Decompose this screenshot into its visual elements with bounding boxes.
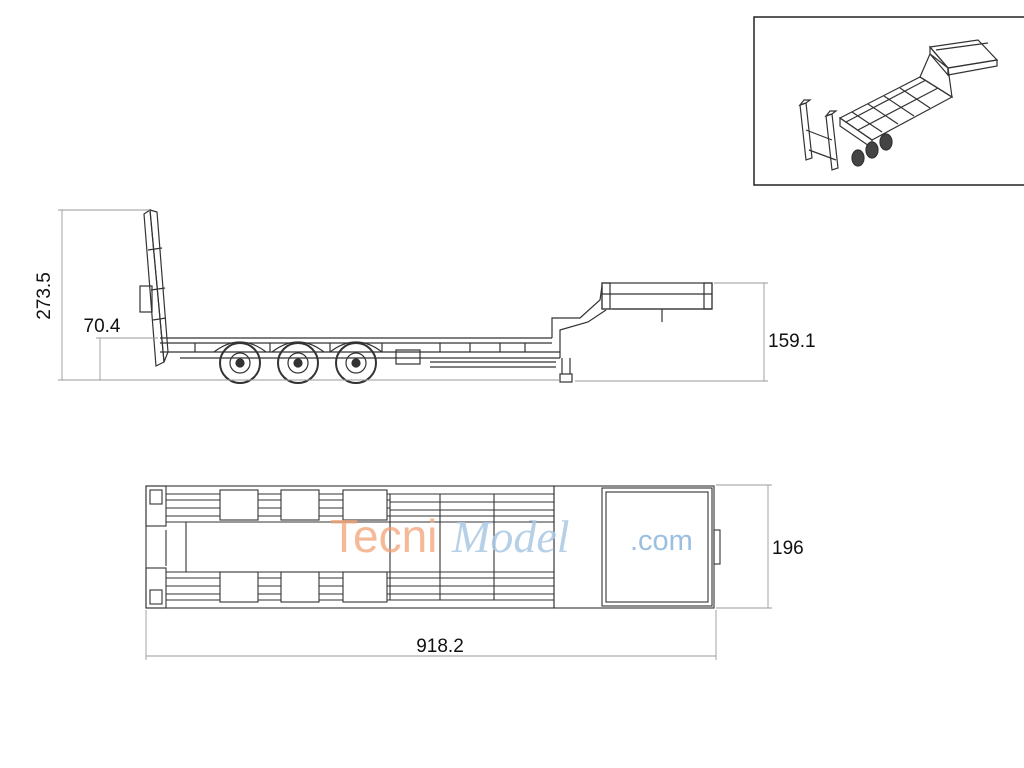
top-dimensions: [145, 484, 772, 660]
side-view: [139, 208, 713, 384]
tecnimodel-watermark: Tecni Model .com: [330, 510, 693, 562]
length-label: 918.2: [416, 636, 464, 657]
watermark-part3: .com: [630, 525, 693, 557]
top-view: [145, 485, 721, 609]
total-height-label: 273.5: [34, 272, 55, 320]
watermark-part1: Tecni: [330, 510, 437, 562]
perspective-trailer-view: [798, 39, 999, 171]
inset-frame: [753, 16, 1024, 186]
perspective-inset: [753, 16, 1024, 186]
side-wheels: [213, 341, 383, 384]
side-gooseneck: [551, 282, 713, 383]
gooseneck-height-label: 159.1: [768, 331, 816, 352]
side-dimensions: [58, 209, 768, 382]
ramp-height-label: 70.4: [84, 316, 121, 337]
width-label: 196: [772, 538, 804, 559]
watermark-part2: Model: [451, 511, 570, 562]
side-deck: [160, 337, 560, 368]
